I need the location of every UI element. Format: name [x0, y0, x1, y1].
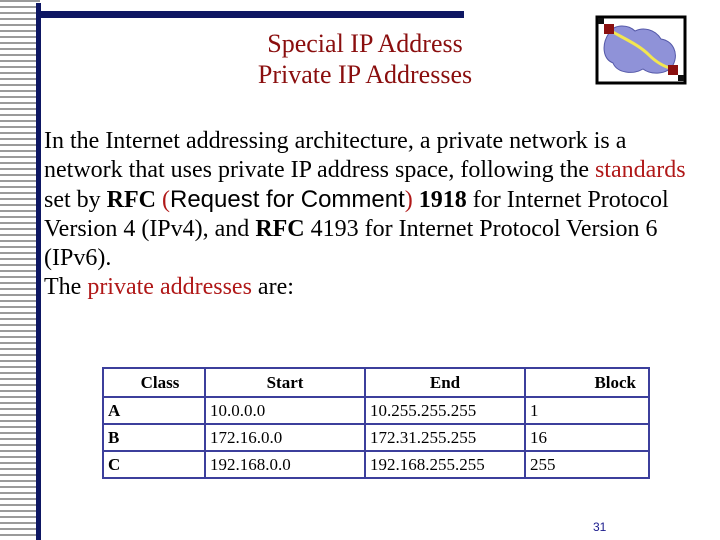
header-start: Start [204, 367, 366, 398]
cell-start: 10.0.0.0 [204, 396, 366, 425]
text-span: ) [404, 187, 413, 213]
cell-class: B [102, 423, 206, 452]
cell-end: 172.31.255.255 [364, 423, 526, 452]
link-private-addresses[interactable]: private addresses [87, 274, 252, 300]
text-span: ( [156, 187, 170, 213]
header-accent-bar [36, 11, 464, 18]
text-span: for Internet Protocol Version 4 (IPv4), … [44, 187, 669, 242]
text-span: set by [44, 187, 107, 213]
table-row: B 172.16.0.0 172.31.255.255 16 [102, 423, 650, 452]
cell-class: C [102, 450, 206, 479]
text-request-for-comment: Request for Comment [170, 186, 405, 213]
text-span: In the Internet addressing architecture,… [44, 128, 627, 183]
cell-start: 192.168.0.0 [204, 450, 366, 479]
table-row: A 10.0.0.0 10.255.255.255 1 [102, 396, 650, 425]
cell-end: 10.255.255.255 [364, 396, 526, 425]
text-rfc: RFC [255, 216, 305, 242]
header-class: Class [102, 367, 206, 398]
cell-block: 255 [524, 450, 650, 479]
page-number: 31 [593, 520, 607, 534]
decorative-ruler [0, 0, 40, 540]
table-row: C 192.168.0.0 192.168.255.255 255 [102, 450, 650, 479]
header-block: Block [524, 367, 650, 398]
cell-block: 16 [524, 423, 650, 452]
cell-block: 1 [524, 396, 650, 425]
text-rfc: RFC [106, 187, 156, 213]
text-rfc-number: 1918 [412, 187, 467, 213]
link-standards[interactable]: standards [594, 157, 686, 183]
text-span: are: [251, 274, 294, 300]
paragraph-definition: In the Internet addressing architecture,… [44, 127, 704, 273]
paragraph-private-addresses: The private addresses are: [44, 273, 704, 302]
text-span: The [44, 274, 88, 300]
cell-end: 192.168.255.255 [364, 450, 526, 479]
private-address-table: Class Start End Block A 10.0.0.0 10.255.… [102, 367, 650, 479]
body-text: In the Internet addressing architecture,… [44, 127, 704, 302]
slide-title: Special IP Address Private IP Addresses [180, 28, 550, 90]
title-line-2: Private IP Addresses [257, 60, 473, 89]
table-header-row: Class Start End Block [102, 367, 650, 398]
left-accent-bar [36, 3, 41, 540]
cell-class: A [102, 396, 206, 425]
cell-start: 172.16.0.0 [204, 423, 366, 452]
network-link-icon [595, 15, 687, 85]
text-span: 4193 for Internet Protocol Version 6 (IP… [44, 216, 658, 271]
title-line-1: Special IP Address [267, 29, 463, 58]
header-end: End [364, 367, 526, 398]
